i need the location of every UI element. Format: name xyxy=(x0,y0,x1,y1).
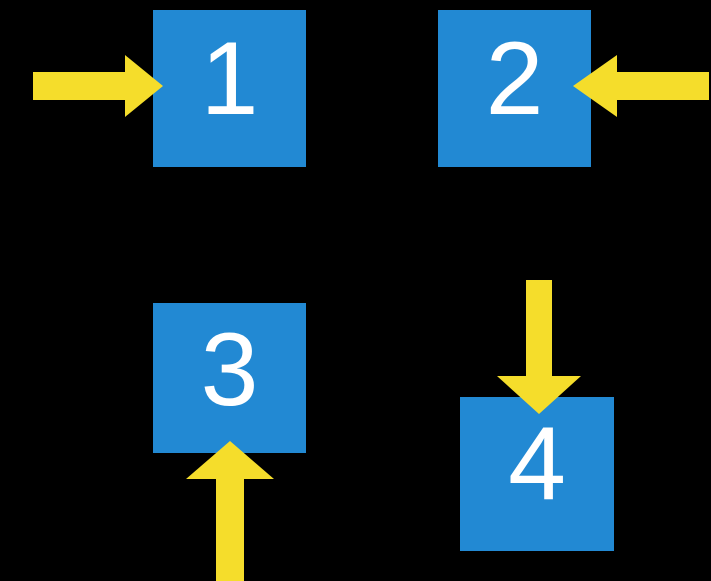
arrow-down-into-node-4 xyxy=(497,280,581,414)
node-label-1: 1 xyxy=(200,21,259,137)
arrow-left-into-node-2 xyxy=(573,55,709,117)
arrow-right-into-node-1 xyxy=(33,55,163,117)
node-label-3: 3 xyxy=(200,312,259,428)
node-label-2: 2 xyxy=(485,21,544,137)
node-box-1[interactable] xyxy=(153,10,306,167)
arrow-up-into-node-3 xyxy=(186,441,274,581)
node-box-2[interactable] xyxy=(438,10,591,167)
node-label-4: 4 xyxy=(508,406,566,522)
node-box-4[interactable] xyxy=(460,397,614,551)
node-box-3[interactable] xyxy=(153,303,306,453)
